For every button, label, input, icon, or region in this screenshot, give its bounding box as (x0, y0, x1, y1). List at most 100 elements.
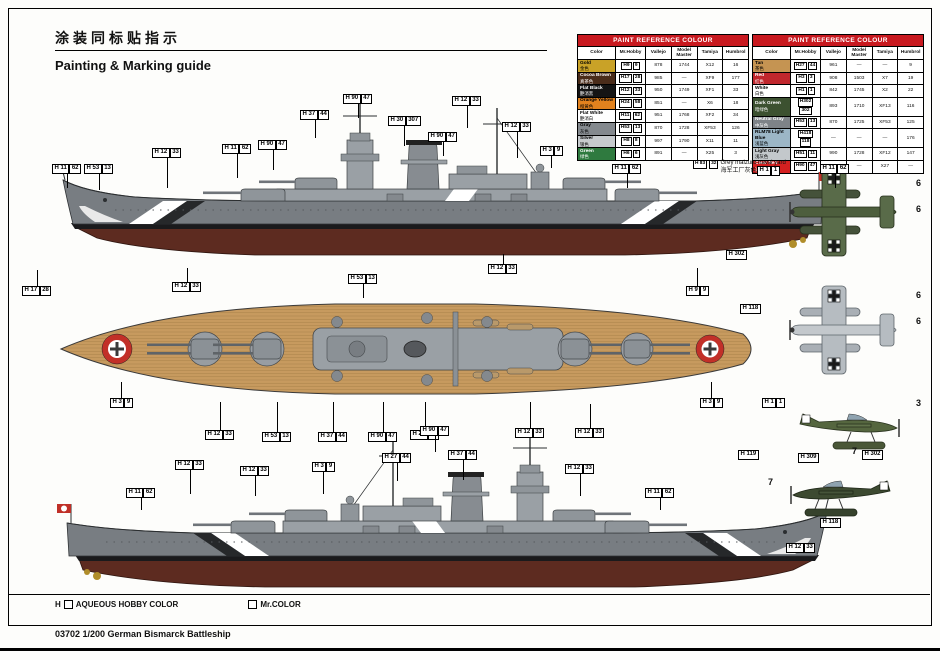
floatplane-side-green (799, 413, 900, 450)
paint-value-cell: 851 (645, 96, 672, 111)
legend-aqueous-box-icon (63, 600, 73, 609)
legend-aqueous-prefix: H (55, 600, 61, 609)
floatplane-side-darkgreen (790, 480, 891, 517)
paint-value-cell: X27 (871, 159, 899, 174)
aircraft-decal-number: 6 (916, 204, 922, 214)
ship-side-view-top (60, 99, 834, 256)
paint-column-header: Tamiya (696, 45, 724, 61)
bow-insignia (101, 333, 133, 365)
ship-side-view-bottom (56, 431, 830, 588)
paint-callout: H 309 (798, 453, 820, 463)
legend-divider (8, 594, 930, 595)
paint-value-cell: 1710 (845, 96, 873, 117)
paint-column-header: Mr.Hobby (790, 45, 821, 61)
paint-value-cell: XF2 (696, 109, 724, 123)
paint-column-header: Vallejo (820, 45, 847, 61)
paint-value-cell: 1744 (670, 59, 698, 73)
aircraft-decal-number: 7 (768, 477, 774, 487)
page-bottom-edge (0, 648, 940, 651)
note-line-1: Grey maizuru naval yard (720, 160, 786, 166)
paint-column-header: Humbrol (722, 45, 749, 61)
paint-value-cell: — (820, 128, 847, 149)
paint-column-header: Mr.Hobby (615, 45, 646, 61)
mr-hobby-cell: H302 302 (790, 96, 821, 117)
aircraft-decal-number: 6 (916, 316, 922, 326)
mr-hobby-cell: H51 11 (790, 147, 821, 161)
paint-value-cell: 19 (897, 71, 924, 86)
paint-value-cell: — (871, 128, 899, 149)
title-divider (55, 50, 547, 51)
paint-value-cell: 16 (722, 59, 749, 73)
paint-value-cell: 893 (820, 96, 847, 117)
paint-value-cell: 9 (897, 59, 924, 73)
paint-callout: H 119 (738, 450, 759, 460)
mr-hobby-cell: H6 6 (615, 147, 646, 161)
legend-mrcolor: Mr.COLOR (248, 600, 301, 609)
aircraft-decal-number: 3 (916, 398, 922, 408)
paint-column-header: Vallejo (645, 45, 672, 61)
paint-legend: H AQUEOUS HOBBY COLOR Mr.COLOR (55, 600, 301, 609)
paint-value-cell: 33 (722, 84, 749, 98)
ship-deck-view (59, 303, 752, 395)
paint-value-cell: 176 (897, 128, 924, 149)
paint-callout: H 302 (726, 250, 748, 260)
paint-value-cell: X12 (696, 59, 724, 73)
note-code-aqueous: H 83 (693, 160, 708, 169)
paint-value-cell: X7 (871, 71, 899, 86)
paint-value-cell: — (670, 71, 698, 86)
paint-value-cell: 1749 (670, 84, 698, 98)
paint-callout: H 302 (862, 450, 884, 460)
mr-hobby-cell: H9 9 (615, 59, 646, 73)
legend-aqueous-label: AQUEOUS HOBBY COLOR (75, 600, 179, 609)
legend-mrcolor-label: Mr.COLOR (260, 600, 301, 609)
mr-hobby-cell: H12 33 (615, 84, 646, 98)
paint-value-cell: 34 (722, 109, 749, 123)
